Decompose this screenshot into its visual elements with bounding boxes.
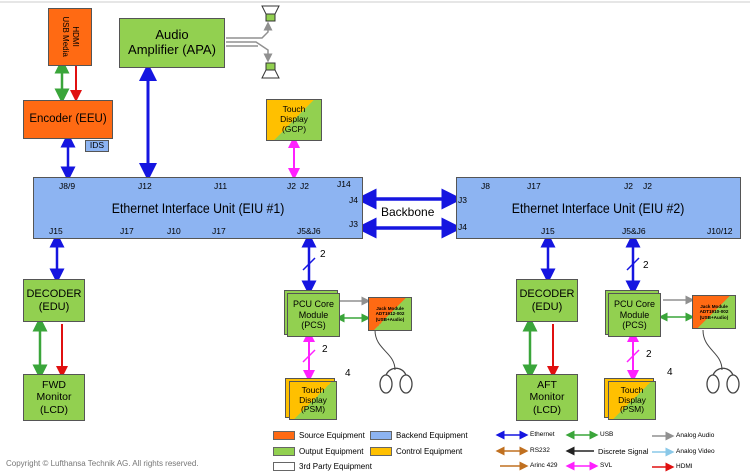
- pcu-left-block: PCU Core Module (PCS): [287, 293, 340, 337]
- fwd-monitor-label: FWD Monitor (LCD): [36, 379, 72, 416]
- decoder-left-label: DECODER (EDU): [26, 287, 82, 313]
- copyright-text: Copyright © Lufthansa Technik AG. All ri…: [6, 459, 199, 468]
- legend-backend-label: Backend Equipment: [396, 431, 468, 440]
- touch-display-gcp-block: Touch Display (GCP): [266, 99, 322, 141]
- eiu1-port-j8-9: J8/9: [59, 181, 76, 191]
- audio-amplifier-label: Audio Amplifier (APA): [128, 27, 216, 57]
- jack-module-right-block: Jack Module ADT1910-002 (USB+Audio): [692, 295, 736, 329]
- pcu-psm-left-count: 2: [320, 249, 326, 260]
- eiu1-port-j2-a: J2: [287, 181, 296, 191]
- bus-slash-pcu-psm-left: [302, 349, 316, 363]
- encoder-block: Encoder (EEU): [23, 100, 113, 139]
- legend-ethernet-label: Ethernet: [530, 431, 555, 438]
- psm-right-bus-count: 2: [646, 349, 652, 360]
- backbone-label: Backbone: [381, 205, 435, 219]
- headphones-left-icon: [379, 367, 413, 394]
- ids-badge: IDS: [85, 140, 109, 152]
- legend-analog-video-label: Analog Video: [676, 448, 715, 455]
- fwd-monitor-block: FWD Monitor (LCD): [23, 374, 85, 421]
- legend-discrete-label: Discrete Signal: [598, 447, 649, 456]
- psm-left-block: Touch Display (PSM): [289, 381, 337, 420]
- bus-slash-eiu2-pcu: [626, 257, 640, 271]
- eiu1-port-j12: J12: [138, 181, 152, 191]
- hdmi-usb-media-block: HDMI USB Media: [48, 8, 92, 66]
- psm-right-block: Touch Display (PSM): [608, 381, 656, 420]
- eiu2-block: Ethernet Interface Unit (EIU #2): [456, 177, 741, 239]
- legend-control-swatch: [370, 447, 392, 456]
- decoder-right-label: DECODER (EDU): [519, 287, 575, 313]
- eiu1-port-j11: J11: [214, 181, 228, 191]
- eiu1-port-j2-b: J2: [300, 181, 309, 191]
- headphone-cable-left: [374, 329, 396, 371]
- eiu1-port-j17-b: J17: [212, 226, 226, 236]
- decoder-right-block: DECODER (EDU): [516, 279, 578, 322]
- aft-monitor-label: AFT Monitor (LCD): [529, 379, 565, 416]
- eiu2-port-j8: J8: [481, 181, 490, 191]
- speaker-top-icon: [261, 5, 280, 22]
- pcu-psm-right-count: 2: [643, 260, 649, 271]
- encoder-label: Encoder (EEU): [29, 112, 107, 125]
- audio-amplifier-block: Audio Amplifier (APA): [119, 18, 225, 68]
- legend-usb-label: USB: [600, 431, 614, 438]
- audio-link-speaker-bottom: [226, 41, 273, 63]
- jack-module-right-label: Jack Module ADT1910-002 (USB+Audio): [699, 304, 729, 320]
- bus-slash-pcu-psm-right: [626, 349, 640, 363]
- legend-rs232-label: RS232: [530, 447, 550, 454]
- legend-output-swatch: [273, 447, 295, 456]
- pcu-right-label: PCU Core Module (PCS): [613, 299, 655, 331]
- pcu-right-block: PCU Core Module (PCS): [608, 293, 661, 337]
- hdmi-usb-media-label: HDMI USB Media: [61, 16, 80, 58]
- eiu1-port-j5-j6: J5&J6: [297, 226, 321, 236]
- legend-backend-swatch: [370, 431, 392, 440]
- legend-source-label: Source Equipment: [299, 431, 365, 440]
- legend-third-party-label: 3rd Party Equipment: [299, 462, 372, 471]
- bus-slash-eiu1-pcu: [302, 257, 316, 271]
- eiu1-port-j14: J14: [337, 179, 351, 189]
- jack-module-left-block: Jack Module ADT1912-002 (USB+Audio): [368, 297, 412, 331]
- headphones-right-icon: [706, 367, 740, 394]
- legend-control-label: Control Equipment: [396, 447, 463, 456]
- eiu2-port-j2-a: J2: [624, 181, 633, 191]
- eiu2-port-j15: J15: [541, 226, 555, 236]
- aft-monitor-block: AFT Monitor (LCD): [516, 374, 578, 421]
- audio-link-speaker-top: [226, 21, 273, 39]
- speaker-bottom-icon: [261, 62, 280, 79]
- pcu-left-label: PCU Core Module (PCS): [292, 299, 334, 331]
- legend-output-label: Output Equipment: [299, 447, 364, 456]
- eiu1-block: Ethernet Interface Unit (EIU #1): [33, 177, 363, 239]
- headphone-cable-right: [702, 329, 723, 371]
- eiu1-label: Ethernet Interface Unit (EIU #1): [111, 199, 285, 216]
- legend-arinc-label: Arinc 429: [530, 462, 558, 469]
- legend-third-party-swatch: [273, 462, 295, 471]
- eiu1-port-j3: J3: [349, 219, 358, 229]
- legend-source-swatch: [273, 431, 295, 440]
- eiu2-port-j10-12: J10/12: [707, 226, 733, 236]
- eiu1-port-j17-a: J17: [120, 226, 134, 236]
- psm-right-label: Touch Display (PSM): [618, 384, 646, 415]
- eiu2-port-j3: J3: [458, 195, 467, 205]
- decoder-left-block: DECODER (EDU): [23, 279, 85, 322]
- eiu2-port-j4: J4: [458, 222, 467, 232]
- jack-module-left-label: Jack Module ADT1912-002 (USB+Audio): [375, 306, 405, 322]
- eiu1-port-j15: J15: [49, 226, 63, 236]
- eiu2-port-j2-b: J2: [643, 181, 652, 191]
- legend-analog-audio-label: Analog Audio: [676, 432, 715, 439]
- legend-svl-label: SVL: [600, 462, 613, 469]
- ids-label: IDS: [89, 140, 105, 151]
- psm-left-count: 4: [345, 368, 351, 379]
- eiu1-port-j10: J10: [167, 226, 181, 236]
- eiu2-label: Ethernet Interface Unit (EIU #2): [512, 199, 685, 216]
- psm-left-label: Touch Display (PSM): [299, 384, 327, 415]
- legend-hdmi-label: HDMI: [676, 463, 693, 470]
- eiu1-port-j4: J4: [349, 195, 358, 205]
- psm-right-count: 4: [667, 367, 673, 378]
- touch-display-gcp-label: Touch Display (GCP): [280, 104, 308, 134]
- eiu2-port-j17: J17: [527, 181, 541, 191]
- eiu2-port-j5-j6: J5&J6: [622, 226, 646, 236]
- psm-left-bus-count: 2: [322, 344, 328, 355]
